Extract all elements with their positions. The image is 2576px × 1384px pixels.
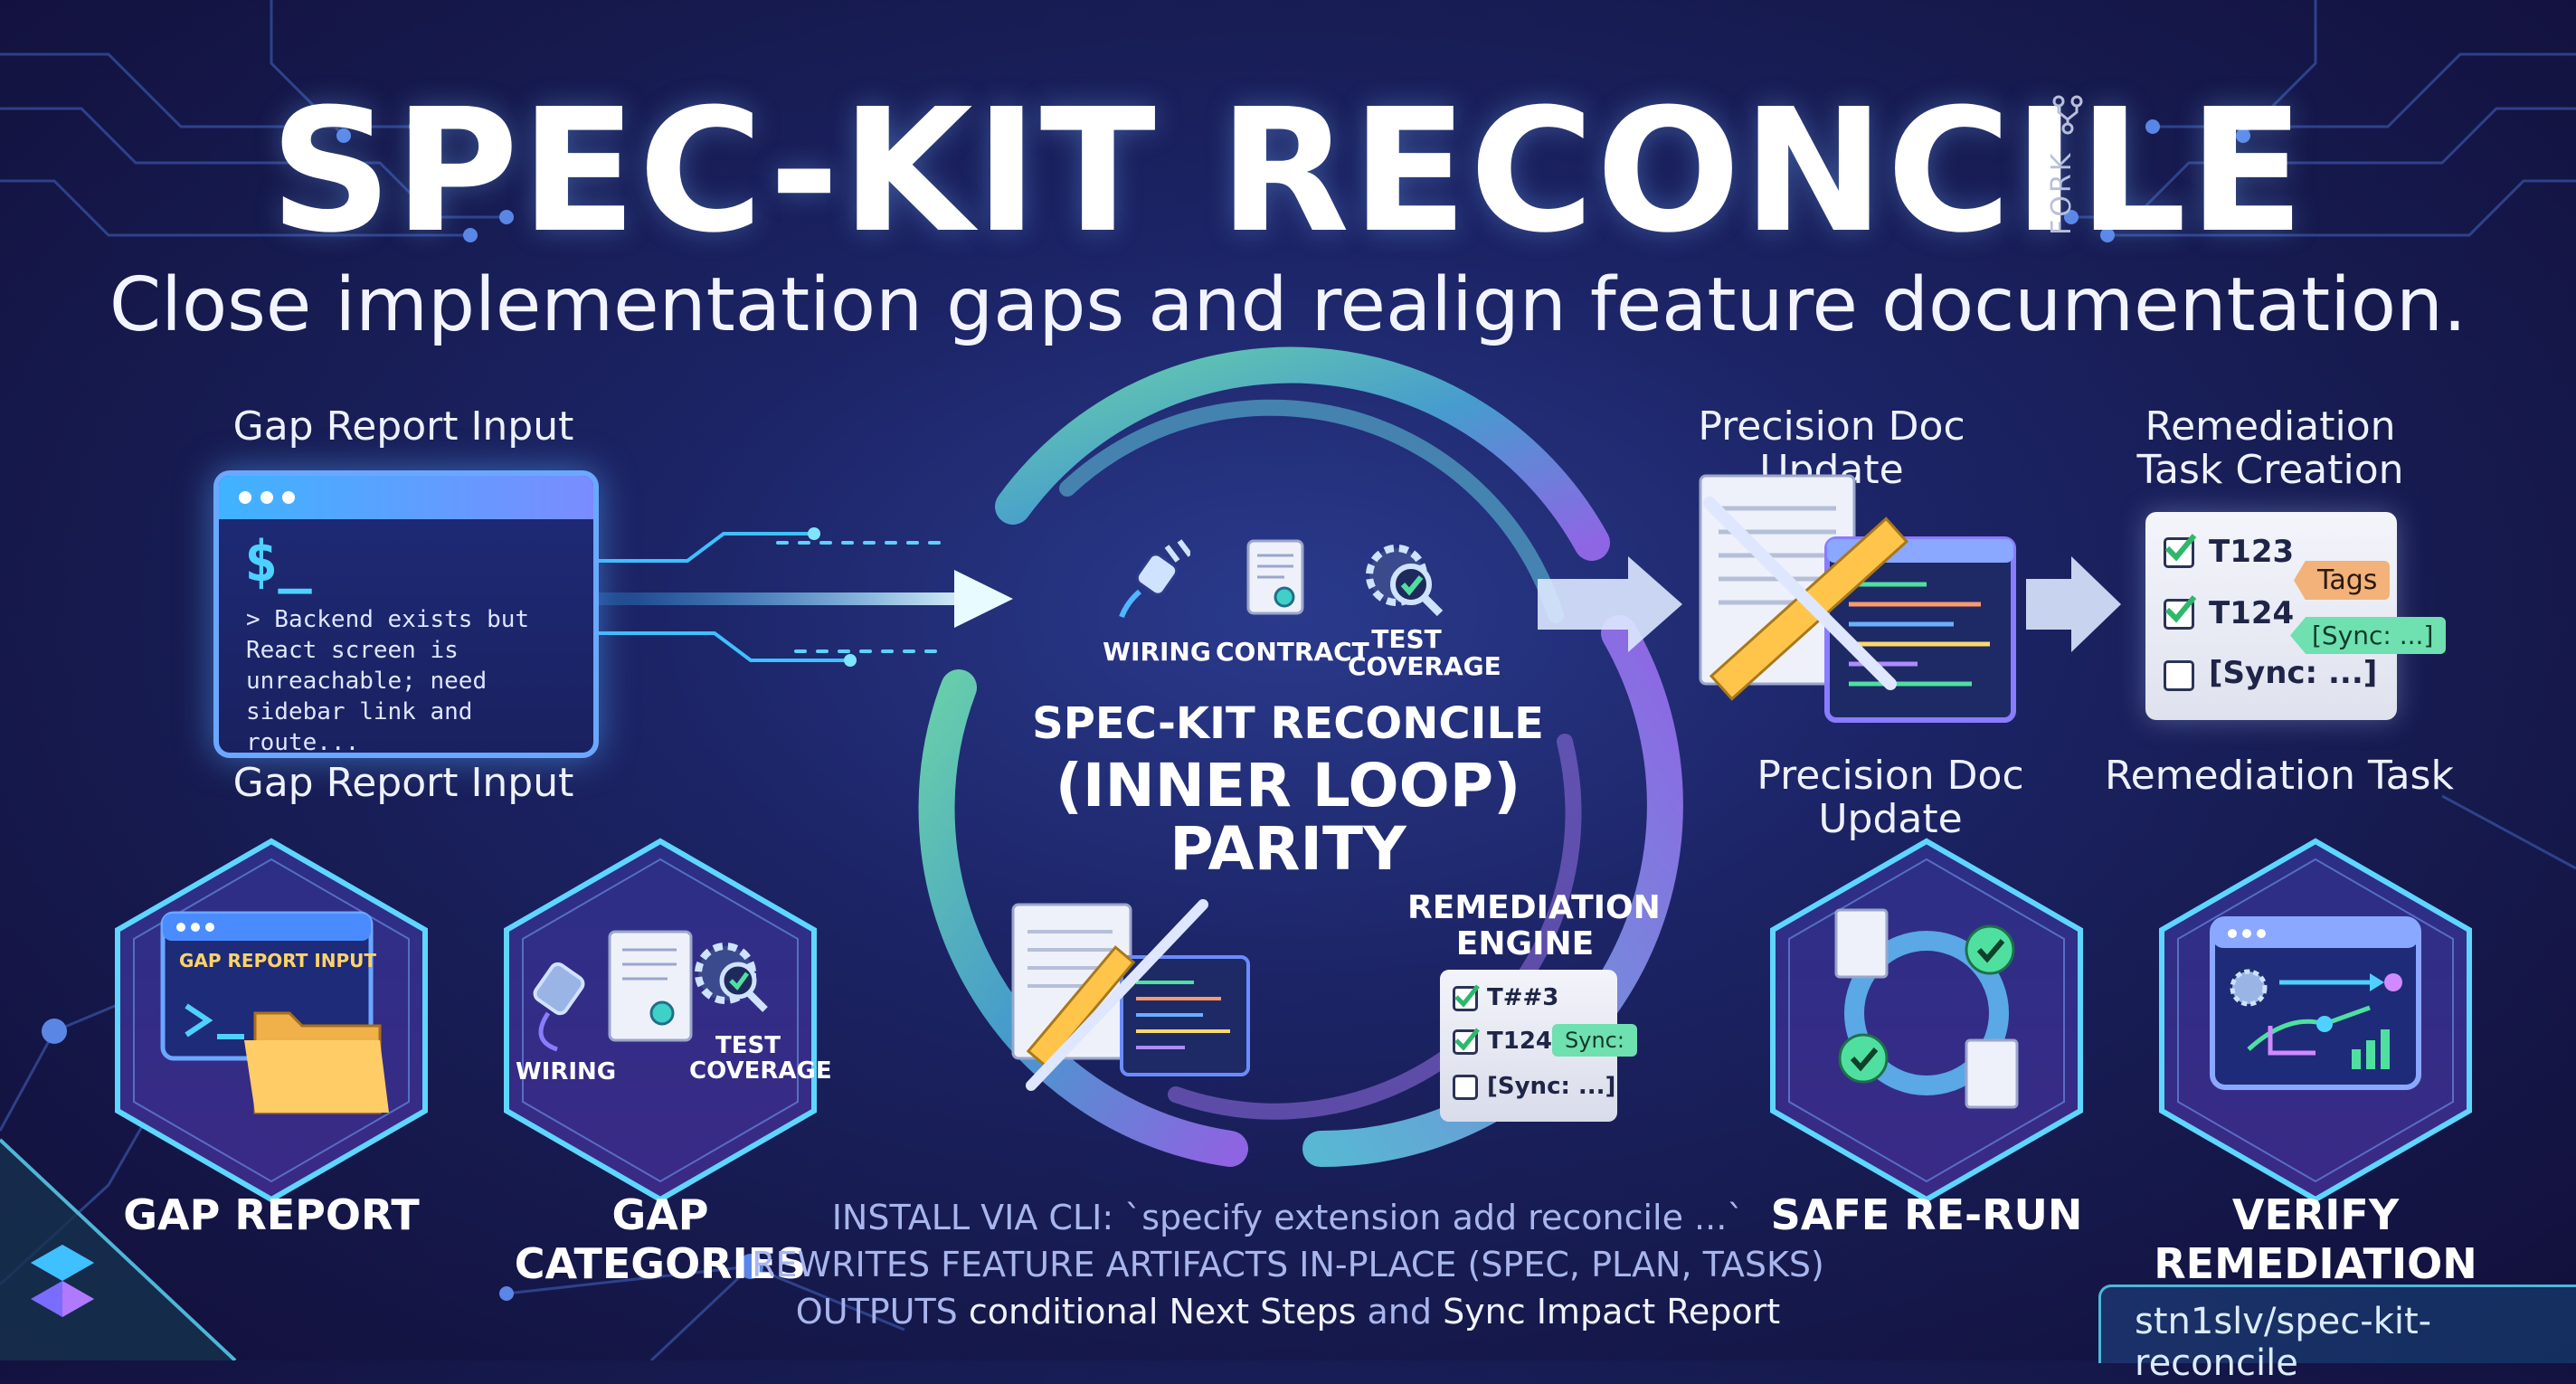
window-dot-icon (282, 491, 295, 504)
install-cli-text: INSTALL VIA CLI: `specify extension add … (831, 1198, 1745, 1237)
page-subtitle: Close implementation gaps and realign fe… (109, 262, 2467, 348)
terminal-window: $_ > Backend exists but React screen is … (213, 470, 599, 758)
checkbox-unchecked-icon (2164, 660, 2194, 691)
checkbox-checked-icon (1453, 986, 1478, 1011)
checkmark-icon (2164, 595, 2197, 623)
logo-icon (31, 1245, 94, 1317)
fork-icon (2052, 95, 2083, 135)
icon-label-test-coverage: TEST COVERAGE (1348, 624, 1501, 681)
engine-row-3: [Sync: ...] (1487, 1073, 1616, 1100)
hex-verify-remediation-label: VERIFY REMEDIATION (2154, 1190, 2477, 1288)
checkmark-icon (1454, 1028, 1480, 1051)
engine-row-1: T##3 (1487, 984, 1559, 1011)
outputs-keyword: OUTPUTS (795, 1292, 958, 1332)
task-row-1: T123 (2209, 534, 2295, 570)
hex-gap-categories-label: GAP CATEGORIES (514, 1190, 807, 1288)
outputs-sync-report: Sync Impact Report (1431, 1292, 1781, 1332)
terminal-titlebar (219, 476, 593, 519)
plug-contract-gear-icon (533, 930, 768, 1052)
page-title: SPEC-KIT RECONCILE (270, 72, 2306, 270)
hex-gap-report-inner-text: GAP REPORT INPUT (179, 950, 377, 972)
window-dot-icon (260, 491, 273, 504)
icon-label-wiring: WIRING (1103, 637, 1211, 667)
contract-scroll-icon (1246, 539, 1304, 615)
hex-safe-rerun-label: SAFE RE-RUN (1770, 1190, 2083, 1239)
tags-tag: Tags (2294, 561, 2391, 600)
outputs-next-steps: conditional Next Steps (957, 1292, 1368, 1332)
remediation-task-creation-label: Remediation Task Creation (2136, 403, 2404, 493)
cycle-check-icon (1834, 908, 2019, 1109)
task-row-3: [Sync: ...] (2209, 655, 2378, 691)
terminal-prompt: $_ (244, 528, 312, 594)
outputs-text: OUTPUTS conditional Next Steps and Sync … (655, 1292, 1921, 1332)
footer-repo-link[interactable]: stn1slv/spec-kit-reconcile (2135, 1301, 2432, 1384)
gap-report-input-label-top: Gap Report Input (232, 403, 574, 450)
checkmark-icon (2164, 534, 2197, 562)
gap-report-input-label-bottom: Gap Report Input (232, 760, 574, 806)
loop-title-line2: (INNER LOOP) (1055, 751, 1521, 820)
fork-label: FORK (2046, 150, 2078, 235)
outputs-and: and (1367, 1292, 1432, 1332)
checkbox-unchecked-icon (1453, 1075, 1478, 1100)
hex-gap-report-label: GAP REPORT (123, 1190, 420, 1239)
plug-icon (1119, 539, 1190, 619)
rewrites-artifacts-text: REWRITES FEATURE ARTIFACTS IN-PLACE (SPE… (752, 1245, 1824, 1284)
remediation-task-label: Remediation Task (2105, 753, 2454, 799)
footer-repo-box (2098, 1284, 2576, 1363)
loop-title-line1: SPEC-KIT RECONCILE (1032, 698, 1544, 749)
workflow-window-icon (2210, 916, 2421, 1090)
engine-row-2: T124 (1487, 1028, 1553, 1055)
doc-code-ruler-icon (1011, 899, 1250, 1091)
engine-sync-tag: Sync: (1552, 1024, 1637, 1057)
hex-gap-categories-wiring: WIRING (516, 1058, 617, 1085)
window-dot-icon (239, 491, 251, 504)
remediation-engine-card: T##3 T124 Sync: [Sync: ...] (1440, 970, 1637, 1122)
icon-label-contract: CONTRACT (1216, 637, 1369, 667)
hex-gap-categories-test-coverage: TEST COVERAGE (689, 1032, 832, 1085)
precision-doc-icon (1699, 474, 2016, 723)
inner-loop-rings (918, 346, 1683, 1168)
gear-magnifier-icon (1366, 545, 1444, 617)
precision-doc-label-bottom: Precision Doc Update (1757, 753, 2024, 842)
loop-title-line3: PARITY (1170, 814, 1406, 884)
remediation-engine-label: REMEDIATION ENGINE (1407, 889, 1661, 962)
checkmark-icon (1454, 984, 1480, 1008)
task-row-2: T124 (2209, 595, 2295, 631)
terminal-folder-icon (160, 911, 389, 1114)
remediation-task-card: T123 T124 [Sync: ...] (2145, 512, 2397, 720)
terminal-text: > Backend exists but React screen is unr… (246, 606, 530, 756)
sync-tag: [Sync: ...] (2290, 617, 2447, 654)
input-beam (588, 527, 1013, 667)
